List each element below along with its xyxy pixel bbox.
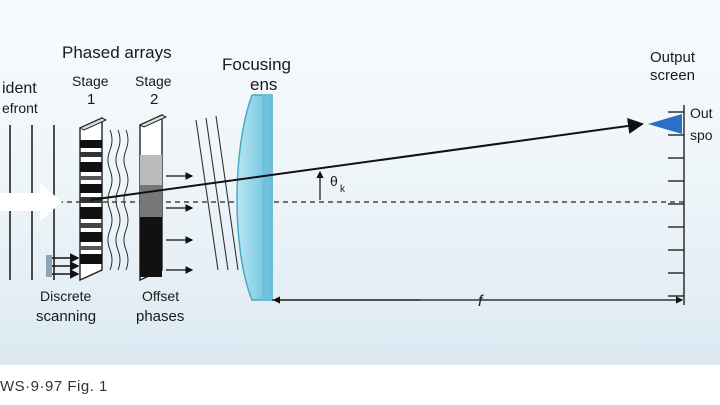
stage2-label-line1: Stage [135, 73, 172, 89]
wavefront-distortion-1 [107, 129, 129, 271]
output-screen-label-line2: screen [650, 67, 695, 84]
offset-phases-label-line1: Offset [142, 288, 179, 304]
stage1-label-line1: Stage [72, 73, 109, 89]
stage2-array [138, 113, 168, 282]
optical-diagram: ident efront Phased arrays Stage 1 Stage… [0, 43, 713, 325]
stage2-label-line2: 2 [150, 91, 158, 108]
stage1-label-line2: 1 [87, 91, 95, 108]
deflected-ray [89, 117, 644, 201]
focal-length-label: f [478, 293, 484, 310]
discrete-scanning-arrows [46, 253, 80, 279]
output-spot-label-line1: Out [690, 105, 713, 121]
theta-subscript: k [340, 184, 346, 195]
focusing-lens [236, 94, 273, 301]
offset-phases-label-line2: phases [136, 308, 184, 325]
output-screen [668, 105, 685, 305]
focusing-lens-label-line2: ens [250, 75, 277, 94]
incident-label-line2: efront [2, 100, 38, 116]
incident-label-line1: ident [2, 80, 37, 97]
phased-arrays-label: Phased arrays [62, 43, 172, 62]
incident-beam-arrow [0, 183, 62, 221]
discrete-scanning-label-line1: Discrete [40, 288, 92, 304]
theta-label: θ [330, 173, 338, 189]
figure-caption: WS·9·97 Fig. 1 [0, 378, 108, 395]
focusing-lens-label-line1: Focusing [222, 55, 291, 74]
output-spot-label-line2: spo [690, 127, 713, 143]
offset-phase-arrows [166, 172, 194, 274]
discrete-scanning-label-line2: scanning [36, 308, 96, 325]
tilted-wavefront [195, 115, 239, 271]
output-spot-icon [648, 114, 682, 134]
output-screen-label-line1: Output [650, 49, 696, 66]
